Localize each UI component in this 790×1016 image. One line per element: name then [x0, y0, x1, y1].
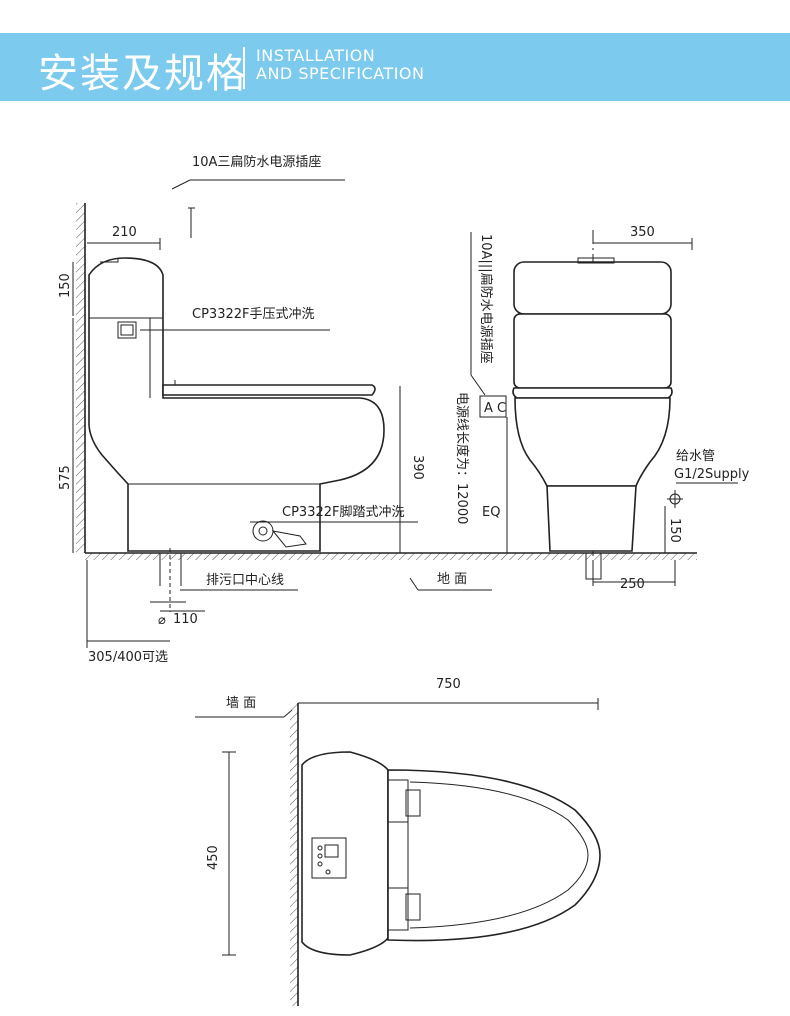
dim-575: 575 — [58, 465, 73, 490]
label-ac: A C — [484, 401, 506, 416]
seat-side — [162, 384, 376, 396]
top-view: 墙 面 750 450 — [195, 677, 601, 1006]
top-tank — [301, 751, 389, 956]
label-foot-flush: CP3322F脚踏式冲洗 — [282, 504, 404, 520]
label-wall: 墙 面 — [226, 696, 256, 711]
label-drain-center: 排污口中心线 — [206, 573, 284, 588]
dim-350: 350 — [630, 225, 655, 240]
dim-210: 210 — [112, 225, 137, 240]
title-separator — [243, 47, 245, 89]
hinge-top — [387, 779, 409, 823]
dim-450: 450 — [206, 845, 221, 870]
label-water-pipe: 给水管 — [676, 449, 715, 464]
title-english: INSTALLATION AND SPECIFICATION — [256, 47, 424, 83]
dim-750: 750 — [436, 677, 461, 692]
floor-hatch — [85, 553, 697, 560]
front-seat — [512, 387, 673, 399]
label-socket-top: 10A三扁防水电源插座 — [192, 154, 321, 170]
front-tank-top — [513, 261, 672, 315]
ac-box — [479, 395, 507, 418]
label-floor: 地 面 — [437, 572, 467, 587]
label-diameter: 110 — [173, 612, 198, 627]
push-button-icon — [117, 321, 137, 339]
diameter-symbol: ⌀ — [158, 613, 166, 628]
front-pedestal — [546, 485, 637, 552]
side-view: 10A三扁防水电源插座 210 150 575 CP3322F手压式冲洗 — [58, 154, 697, 665]
title-english-line1: INSTALLATION — [256, 46, 376, 65]
label-optional: 305/400可选 — [88, 650, 168, 665]
label-cable-length: 电源线长度为：12000 — [454, 392, 470, 524]
top-bowl — [387, 769, 601, 942]
hinge-bottom — [387, 887, 409, 931]
top-wall-hatch — [290, 703, 298, 1006]
label-eq: EQ — [482, 505, 500, 520]
front-tank-body — [513, 313, 672, 389]
control-panel — [311, 837, 347, 879]
front-view: 10A|||扁防水电源插座 A C 电源线长度为：12000 EQ 350 给水… — [454, 225, 750, 592]
title-chinese: 安装及规格 — [38, 51, 248, 97]
dim-250: 250 — [620, 577, 645, 592]
dim-150-right: 150 — [667, 518, 682, 543]
wall-hatch — [76, 203, 85, 553]
title-english-line2: AND SPECIFICATION — [256, 64, 425, 83]
label-socket-vertical: 10A|||扁防水电源插座 — [478, 234, 494, 364]
label-push-flush: CP3322F手压式冲洗 — [192, 307, 314, 322]
toilet-side-body — [88, 257, 385, 552]
dim-390: 390 — [410, 455, 425, 480]
header-banner: 安装及规格 INSTALLATION AND SPECIFICATION — [0, 33, 790, 101]
front-bowl — [514, 397, 671, 487]
label-supply: G1/2Supply — [674, 467, 750, 482]
dim-150-left: 150 — [58, 273, 73, 298]
